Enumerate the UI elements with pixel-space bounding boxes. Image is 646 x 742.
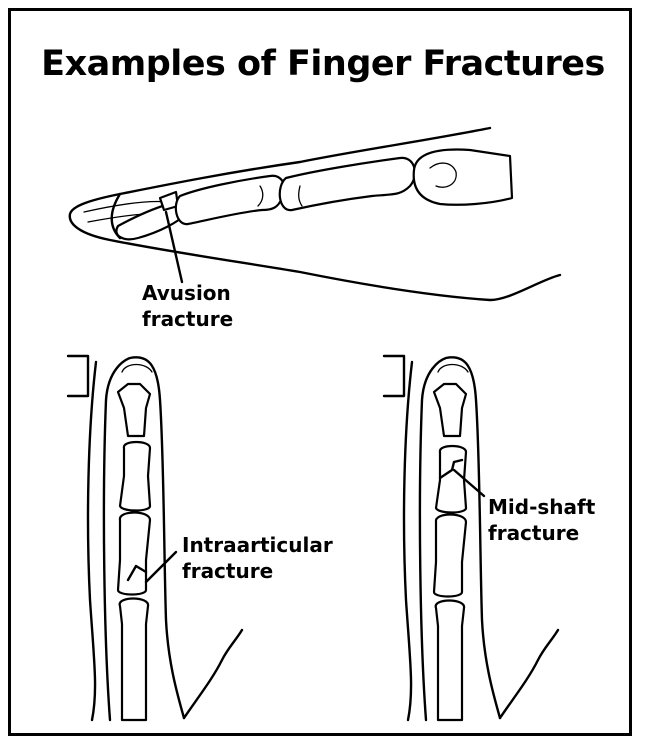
intraarticular-label-line1: Intraarticular [182, 532, 333, 558]
side-view-finger [70, 128, 560, 300]
midshaft-label-line1: Mid-shaft [488, 494, 595, 520]
avulsion-label-line2: fracture [142, 306, 233, 332]
avulsion-fracture-label: Avusion fracture [142, 280, 233, 332]
intraarticular-fracture-label: Intraarticular fracture [182, 532, 333, 584]
midshaft-label-line2: fracture [488, 520, 595, 546]
intraarticular-label-line2: fracture [182, 558, 333, 584]
midshaft-fracture-label: Mid-shaft fracture [488, 494, 595, 546]
avulsion-label-line1: Avusion [142, 280, 233, 306]
